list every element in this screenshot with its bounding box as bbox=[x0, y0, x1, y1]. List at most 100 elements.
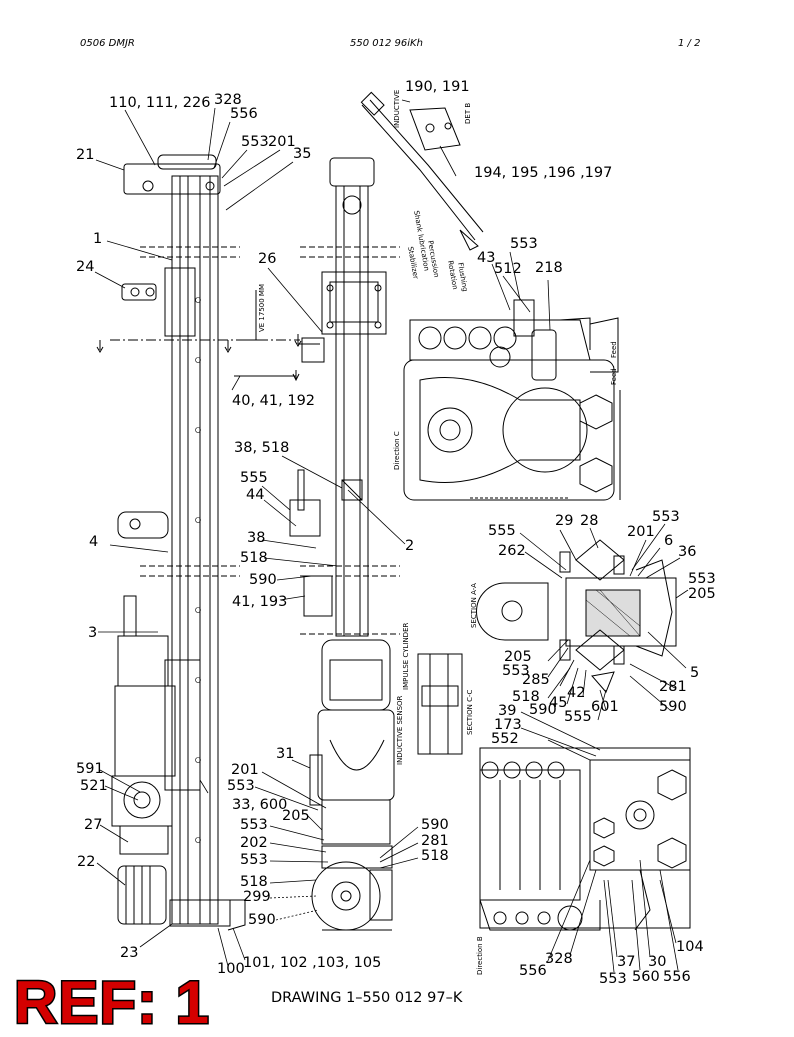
callout-518-b: 518 bbox=[240, 874, 268, 890]
section-c-c bbox=[417, 653, 463, 755]
callout-556: 556 bbox=[230, 106, 258, 122]
callout-553-h: 553 bbox=[502, 663, 530, 679]
callout-205-b: 205 bbox=[688, 586, 716, 602]
callout-45: 45 bbox=[549, 695, 568, 711]
callout-33-600: 33, 600 bbox=[232, 797, 288, 813]
callout-41-193: 41, 193 bbox=[232, 594, 288, 610]
callout-590-c: 590 bbox=[421, 817, 449, 833]
direction-c-view bbox=[403, 299, 621, 501]
label-inductive: INDUCTIVE bbox=[393, 89, 401, 128]
callout-553-g: 553 bbox=[688, 571, 716, 587]
callout-43: 43 bbox=[477, 250, 496, 266]
callout-518: 518 bbox=[240, 550, 268, 566]
callout-173: 173 bbox=[494, 717, 522, 733]
callout-201: 201 bbox=[268, 134, 296, 150]
callout-262: 262 bbox=[498, 543, 526, 559]
callout-590-d: 590 bbox=[529, 702, 557, 718]
callout-190: 190, 191 bbox=[405, 79, 470, 95]
section-marker-a bbox=[96, 339, 300, 353]
section-a-a bbox=[476, 539, 677, 693]
callout-36: 36 bbox=[678, 544, 697, 560]
callout-194: 194, 195 ,196 ,197 bbox=[474, 165, 613, 181]
callout-555-c: 555 bbox=[564, 709, 592, 725]
callout-518-c: 518 bbox=[421, 848, 449, 864]
callout-42: 42 bbox=[567, 685, 586, 701]
callout-590-e: 590 bbox=[659, 699, 687, 715]
label-dimension: VE 17500 MM bbox=[258, 283, 266, 332]
label-impulse-cylinder: IMPULSE CYLINDER bbox=[402, 622, 410, 690]
callout-553-e: 553 bbox=[510, 236, 538, 252]
label-feed: Feed bbox=[610, 341, 618, 358]
callout-101: 101, 102 ,103, 105 bbox=[243, 955, 382, 971]
callout-104: 104 bbox=[676, 939, 704, 955]
callout-553-i: 553 bbox=[599, 971, 627, 987]
callout-512: 512 bbox=[494, 261, 522, 277]
callout-4: 4 bbox=[89, 534, 99, 550]
callout-281-b: 281 bbox=[659, 679, 687, 695]
callout-556-c: 556 bbox=[663, 969, 691, 985]
label-section-c-c: SECTION C-C bbox=[466, 689, 474, 735]
callout-553-f: 553 bbox=[652, 509, 680, 525]
drawing-caption: DRAWING 1–550 012 97–K bbox=[271, 990, 463, 1006]
callout-601: 601 bbox=[591, 699, 619, 715]
header-left: 0506 DMJR bbox=[80, 38, 135, 49]
callout-591: 591 bbox=[76, 761, 104, 777]
callout-24: 24 bbox=[76, 259, 95, 275]
header-center: 550 012 96iKh bbox=[350, 38, 423, 49]
callout-1: 1 bbox=[93, 231, 103, 247]
callout-328: 328 bbox=[214, 92, 242, 108]
callout-205-c: 205 bbox=[504, 649, 532, 665]
callout-201-c: 201 bbox=[627, 524, 655, 540]
callout-281: 281 bbox=[421, 833, 449, 849]
callout-556-b: 556 bbox=[519, 963, 547, 979]
callout-31: 31 bbox=[276, 746, 295, 762]
callout-201-b: 201 bbox=[231, 762, 259, 778]
callout-40: 40, 41, 192 bbox=[232, 393, 316, 409]
callout-299: 299 bbox=[243, 889, 271, 905]
callout-110: 110, 111, 226 bbox=[109, 95, 211, 111]
callout-23: 23 bbox=[120, 945, 139, 961]
callout-38-518: 38, 518 bbox=[234, 440, 290, 456]
callout-5: 5 bbox=[690, 665, 700, 681]
inductive-detail bbox=[360, 91, 484, 251]
ref-stamp: REF: 1 bbox=[12, 968, 211, 1037]
callout-22: 22 bbox=[77, 854, 96, 870]
callout-285: 285 bbox=[522, 672, 550, 688]
label-direction-c: Direction C bbox=[393, 431, 401, 470]
label-direction-b: Direction B bbox=[476, 936, 484, 975]
header-right: 1 / 2 bbox=[678, 38, 701, 49]
callout-205: 205 bbox=[282, 808, 310, 824]
callout-3: 3 bbox=[88, 625, 98, 641]
callout-37: 37 bbox=[617, 954, 636, 970]
callout-21: 21 bbox=[76, 147, 95, 163]
callout-553-c: 553 bbox=[240, 817, 268, 833]
label-feed-2: Feed- bbox=[610, 365, 618, 385]
callout-27: 27 bbox=[84, 817, 103, 833]
callout-28: 28 bbox=[580, 513, 599, 529]
callout-560: 560 bbox=[632, 969, 660, 985]
callout-555-b: 555 bbox=[488, 523, 516, 539]
callout-39: 39 bbox=[498, 703, 517, 719]
label-det-b: DET B bbox=[464, 102, 472, 124]
leader-lines bbox=[94, 99, 689, 973]
callout-328-b: 328 bbox=[545, 951, 573, 967]
callout-38: 38 bbox=[247, 530, 266, 546]
callout-2: 2 bbox=[405, 538, 415, 554]
callout-35: 35 bbox=[293, 146, 312, 162]
callout-44: 44 bbox=[246, 487, 265, 503]
callout-555: 555 bbox=[240, 470, 268, 486]
callout-521: 521 bbox=[80, 778, 108, 794]
callout-553: 553 bbox=[241, 134, 269, 150]
callout-553-b: 553 bbox=[227, 778, 255, 794]
callout-518-d: 518 bbox=[512, 689, 540, 705]
callout-590: 590 bbox=[249, 572, 277, 588]
callout-6: 6 bbox=[664, 533, 674, 549]
callout-553-d: 553 bbox=[240, 852, 268, 868]
callout-590-b: 590 bbox=[248, 912, 276, 928]
direction-b-view bbox=[479, 747, 691, 931]
middle-feed-view bbox=[289, 157, 400, 931]
callout-30: 30 bbox=[648, 954, 667, 970]
section-marker-c bbox=[234, 290, 320, 382]
callout-202: 202 bbox=[240, 835, 268, 851]
